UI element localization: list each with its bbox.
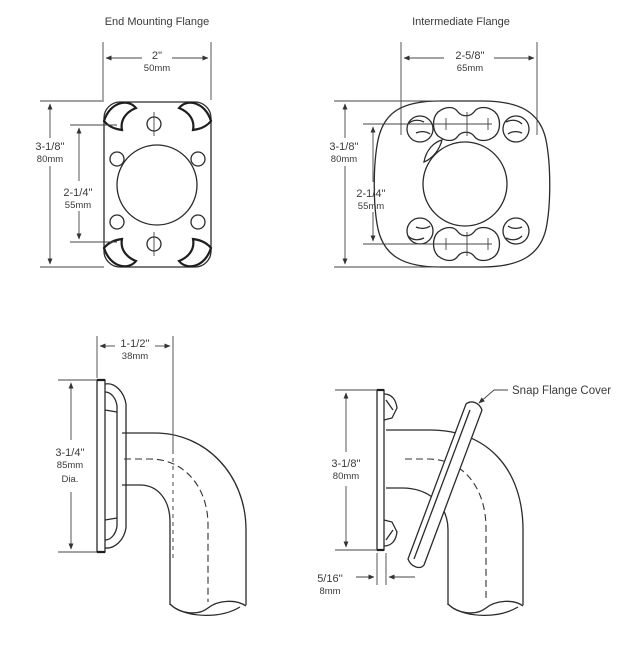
cover-gap-dimension: 5/16'' 8mm xyxy=(317,553,415,597)
end-flange-height-dimension: 3-1/8'' 80mm xyxy=(35,100,104,268)
intermediate-flange-inner-mm: 55mm xyxy=(358,201,384,212)
end-flange-height-in: 3-1/8'' xyxy=(35,141,64,153)
side-end-depth-dimension: 1-1/2'' 38mm xyxy=(96,336,174,560)
end-flange-body xyxy=(102,101,213,268)
end-flange-width-dimension: 2'' 50mm xyxy=(102,42,212,100)
end-flange-title: End Mounting Flange xyxy=(105,16,210,28)
cover-gap-mm: 8mm xyxy=(319,586,340,597)
end-flange-side-view: 1-1/2'' 38mm 3-1/4'' 85mm Dia. xyxy=(55,336,247,616)
snap-cover-side-view: Snap Flange Cover 3-1/8'' 80mm 5/16'' 8m… xyxy=(317,385,611,616)
side-end-diameter-dimension: 3-1/4'' 85mm Dia. xyxy=(55,379,97,553)
intermediate-flange-inner-dimension: 2-1/4'' 55mm xyxy=(356,123,442,245)
end-flange-inner-in: 2-1/4'' xyxy=(63,187,92,199)
side-flange-plate xyxy=(96,378,127,554)
intermediate-flange-height-in: 3-1/8'' xyxy=(329,141,358,153)
cover-height-mm: 80mm xyxy=(333,471,359,482)
end-flange-inner-dimension: 2-1/4'' 55mm xyxy=(63,124,117,243)
end-flange-inner-mm: 55mm xyxy=(65,200,91,211)
cover-height-in: 3-1/8'' xyxy=(331,458,360,470)
snap-flange-cover-label: Snap Flange Cover xyxy=(512,385,611,397)
end-flange-height-mm: 80mm xyxy=(37,154,63,165)
side-end-diameter-in: 3-1/4'' xyxy=(55,447,84,459)
intermediate-flange-title: Intermediate Flange xyxy=(412,16,510,28)
side-elbow-pipe xyxy=(122,432,247,616)
intermediate-flange-inner-in: 2-1/4'' xyxy=(356,188,385,200)
end-flange-width-in: 2'' xyxy=(152,50,162,62)
cover-height-dimension: 3-1/8'' 80mm xyxy=(331,389,377,551)
cover-gap-in: 5/16'' xyxy=(317,573,343,585)
cover-flange-plate xyxy=(376,388,398,552)
intermediate-flange-width-mm: 65mm xyxy=(457,63,483,74)
snap-flange-cover xyxy=(407,401,483,569)
end-flange-width-mm: 50mm xyxy=(144,63,170,74)
side-end-diameter-suffix: Dia. xyxy=(62,474,79,485)
side-end-diameter-mm: 85mm xyxy=(57,460,83,471)
intermediate-flange-height-mm: 80mm xyxy=(331,154,357,165)
intermediate-flange-width-dimension: 2-5/8'' 65mm xyxy=(400,42,538,135)
intermediate-flange-width-in: 2-5/8'' xyxy=(455,50,484,62)
side-end-depth-in: 1-1/2'' xyxy=(120,338,149,350)
intermediate-flange-height-dimension: 3-1/8'' 80mm xyxy=(329,100,440,268)
side-end-depth-mm: 38mm xyxy=(122,351,148,362)
intermediate-flange-view: Intermediate Flange xyxy=(329,16,551,268)
cover-elbow-pipe xyxy=(386,429,524,616)
snap-flange-cover-callout: Snap Flange Cover xyxy=(478,385,611,404)
end-mounting-flange-view: End Mounting Flange 2'' 50mm xyxy=(35,16,213,268)
